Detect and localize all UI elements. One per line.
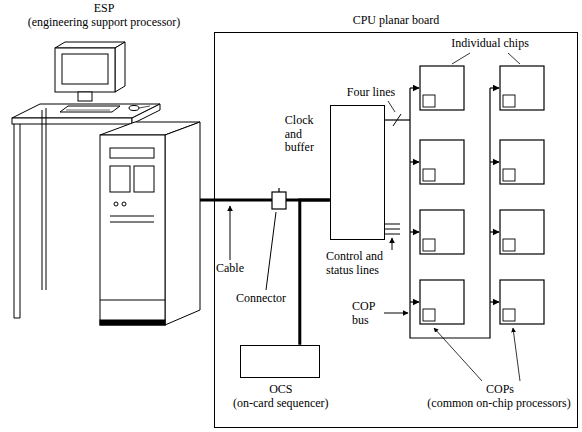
control-status-lines xyxy=(385,224,400,250)
cop-bus xyxy=(384,88,499,338)
drawing-stroke xyxy=(500,280,544,324)
drawing-stroke xyxy=(490,161,499,162)
drawing-stroke xyxy=(385,224,400,225)
leader-line xyxy=(434,328,482,381)
leader-line xyxy=(508,53,520,64)
drawing-stroke xyxy=(55,48,115,92)
chips-label: Individual chips xyxy=(440,37,540,51)
drawing-stroke xyxy=(115,42,125,92)
drawing-stroke xyxy=(66,110,110,111)
drawing-stroke xyxy=(410,301,419,302)
drawing-stroke xyxy=(423,95,435,107)
drawing-stroke xyxy=(62,54,108,84)
node-heading: CPU planar board xyxy=(215,14,577,28)
clock-buffer-box: Clock and buffer xyxy=(330,105,385,240)
drawing-stroke xyxy=(12,118,132,124)
drawing-stroke xyxy=(55,42,125,48)
drawing-stroke xyxy=(503,169,515,181)
drawing-stroke xyxy=(100,135,165,325)
drawing-stroke xyxy=(42,110,43,290)
sequencer-box: OCS(on-card sequencer) xyxy=(240,345,320,378)
drawing-stroke xyxy=(490,301,499,302)
drawing-stroke xyxy=(20,124,21,318)
planar-board: CPU planar boardClock and bufferOCS(on-c… xyxy=(214,32,578,428)
node-heading: ESP xyxy=(8,2,200,16)
esp-computer xyxy=(12,42,200,325)
drawing-stroke xyxy=(423,169,435,181)
drawing-stroke xyxy=(392,238,393,250)
drawing-stroke xyxy=(420,210,464,254)
cops-description: (common on-chip processors) xyxy=(421,397,577,411)
signal-label: Control and status lines xyxy=(326,250,400,278)
drawing-stroke xyxy=(110,166,130,192)
drawing-stroke xyxy=(46,108,47,290)
drawing-stroke xyxy=(114,202,118,206)
drawing-stroke xyxy=(100,320,165,325)
drawing-stroke xyxy=(129,106,139,111)
leader-line xyxy=(230,206,231,260)
cable-label: Cable xyxy=(216,262,256,276)
node-subtitle: (engineering support processor) xyxy=(8,16,200,30)
drawing-stroke xyxy=(134,166,154,192)
drawing-stroke xyxy=(420,140,464,184)
chip-array xyxy=(420,66,544,324)
connector-label: Connector xyxy=(236,292,294,306)
bus-slash xyxy=(393,114,401,126)
drawing-stroke xyxy=(410,87,419,88)
drawing-stroke xyxy=(500,140,544,184)
drawing-stroke xyxy=(420,280,464,324)
drawing-stroke xyxy=(14,124,15,318)
drawing-stroke xyxy=(423,309,435,321)
drawing-stroke xyxy=(503,309,515,321)
drawing-stroke xyxy=(278,188,279,192)
drawing-stroke xyxy=(385,229,400,230)
drawing-stroke xyxy=(385,234,400,235)
esp-station: ESP(engineering support processor) xyxy=(8,0,200,335)
cable-line xyxy=(300,200,330,345)
drawing-stroke xyxy=(165,122,200,325)
leader-line xyxy=(513,328,520,381)
drawing-stroke xyxy=(110,148,154,158)
bus-label: COP bus xyxy=(352,300,382,328)
drawing-stroke xyxy=(139,106,150,108)
node-heading: OCS xyxy=(219,383,343,397)
node-heading: Clock and buffer xyxy=(285,114,327,155)
drawing-stroke xyxy=(14,318,20,319)
drawing-stroke xyxy=(490,231,499,232)
drawing-stroke xyxy=(410,88,490,338)
cops-label: COPs xyxy=(470,383,530,397)
drawing-stroke xyxy=(410,231,419,232)
drawing-stroke xyxy=(110,216,154,217)
leader-line xyxy=(452,53,470,64)
drawing-stroke xyxy=(503,239,515,251)
drawing-stroke xyxy=(503,95,515,107)
drawing-stroke xyxy=(410,161,419,162)
drawing-stroke xyxy=(500,210,544,254)
drawing-stroke xyxy=(500,66,544,110)
drawing-stroke xyxy=(423,239,435,251)
drawing-stroke xyxy=(110,222,154,223)
drawing-stroke xyxy=(420,66,464,110)
leader-line xyxy=(266,212,276,290)
bus-label: Four lines xyxy=(340,86,402,100)
drawing-stroke xyxy=(60,106,120,112)
drawing-stroke xyxy=(490,87,499,88)
drawing-stroke xyxy=(122,202,126,206)
drawing-stroke xyxy=(100,300,165,301)
drawing-stroke xyxy=(384,313,408,314)
drawing-stroke xyxy=(78,92,92,101)
node-subtitle: (on-card sequencer) xyxy=(219,397,343,411)
leader-line xyxy=(388,101,395,112)
cable-connector xyxy=(272,192,286,209)
